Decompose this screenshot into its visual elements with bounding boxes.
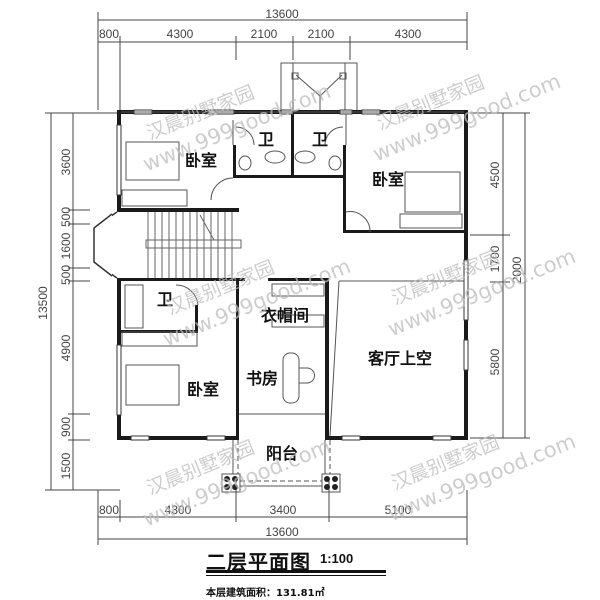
label-bath-1: 卫 [258,130,274,149]
floor-area-label: 本层建筑面积：131.81㎡ [206,588,325,599]
dim-bottom-seg-1: 800 [99,503,119,517]
label-balcony: 阳台 [266,444,298,463]
left-dimension-lines [45,112,120,491]
dim-bottom-seg-3: 3400 [270,503,297,517]
title-underline-thin [206,575,386,576]
bay-window [93,211,118,279]
dim-left-seg-1: 3600 [59,148,73,175]
dim-left-seg-7: 1500 [59,452,73,479]
label-bedroom-nw: 卧室 [185,151,217,170]
label-bath-sw: 卫 [157,290,173,309]
dim-top-seg-3: 2100 [251,27,278,41]
dim-left-seg-4: 500 [59,265,73,285]
dim-top-seg-5: 4300 [395,27,422,41]
dim-bottom-total: 13600 [265,525,299,539]
dim-left-seg-3: 1600 [59,232,73,259]
label-study: 书房 [246,369,278,388]
dim-left-seg-6: 900 [59,417,73,437]
label-bath-2: 卫 [312,130,328,149]
label-living-void: 客厅上空 [368,349,432,368]
label-bedroom-ne: 卧室 [372,170,404,189]
watermarks: 汉晨别墅家园 www.999good.com 汉晨别墅家园 www.999goo… [139,69,579,531]
balcony-columns [224,476,338,490]
interior-lines [121,111,464,437]
dim-top-seg-4: 2100 [308,27,335,41]
dim-bottom-seg-2: 4300 [165,503,192,517]
plan-scale: 1:100 [320,551,354,566]
top-dimension-lines [97,12,468,110]
label-bedroom-sw: 卧室 [187,380,219,399]
dim-right-seg-3: 5800 [488,348,502,375]
dim-right-total: 2000 [510,256,524,283]
dim-left-seg-2: 500 [59,207,73,227]
furniture [121,141,463,493]
dim-bottom-seg-4: 5100 [385,503,412,517]
right-dimension-lines [470,112,530,439]
dim-top-seg-1: 800 [99,27,119,41]
dim-left-total: 13500 [36,286,50,320]
dim-top-seg-2: 4300 [167,27,194,41]
dim-right-seg-2: 1700 [488,245,502,272]
dim-left-seg-5: 4900 [59,334,73,361]
staircase [145,212,242,278]
dim-right-seg-1: 4500 [488,161,502,188]
label-wardrobe: 衣帽间 [261,306,309,325]
dim-top-total: 13600 [265,7,299,21]
title-underline-thick [206,570,386,573]
